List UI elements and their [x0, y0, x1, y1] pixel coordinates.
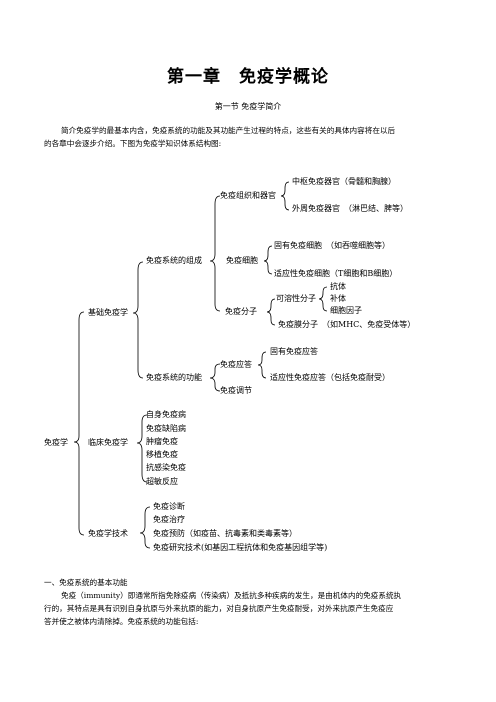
section-line-2: 行的，其特点是具有识别自身抗原与外来抗原的能力，对自身抗原产生免疫耐受，对外来抗… [44, 604, 394, 613]
node-soluble: 可溶性分子 [276, 294, 316, 303]
bracket-cells [263, 245, 273, 275]
node-cells: 免疫细胞 [226, 256, 258, 265]
node-innate-cells: 固有免疫细胞 （如吞噬细胞等） [274, 241, 390, 250]
clinical-item: 超敏反应 [146, 477, 178, 486]
tree-root: 免疫学 [44, 438, 68, 447]
node-response: 免疫应答 [220, 360, 252, 369]
clinical-item: 移植免疫 [146, 450, 178, 459]
section-line-3: 答并使之被体内清除掉。免疫系统的功能包括: [44, 617, 199, 626]
node-molecules: 免疫分子 [225, 307, 257, 316]
node-function: 免疫系统的功能 [146, 373, 202, 382]
node-organs: 免疫组织和器官 [220, 191, 276, 200]
tech-item: 免疫诊断 [153, 502, 185, 511]
bracket-root [73, 311, 85, 536]
bracket-technology [139, 506, 151, 549]
bracket-clinical [136, 414, 148, 483]
bracket-organs [280, 181, 290, 211]
clinical-item: 免疫缺陷病 [146, 424, 186, 433]
section-heading: 一、免疫系统的基本功能 [44, 578, 128, 587]
section-line-1: 免疫（immunity）即通常所指免除疫病（传染病）及抵抗多种疾病的发生，是由机… [61, 591, 402, 600]
tech-item: 免疫治疗 [153, 515, 185, 524]
section-title: 第一节 免疫学简介 [214, 102, 282, 111]
chapter-title: 第一章 免疫学概论 [167, 67, 329, 87]
node-composition: 免疫系统的组成 [146, 256, 202, 265]
node-peripheral-organ: 外周免疫器官 （淋巴结、脾等） [292, 204, 408, 213]
node-adaptive-response: 适应性免疫应答（包括免疫耐受） [270, 373, 390, 382]
node-clinical-immunology: 临床免疫学 [88, 438, 128, 447]
node-immunology-technology: 免疫学技术 [88, 529, 128, 538]
intro-line-1: 简介免疫学的最基本内含，免疫系统的功能及其功能产生过程的特点，这些有关的具体内容… [61, 126, 396, 135]
clinical-item: 肿瘤免疫 [146, 437, 178, 446]
node-basic-immunology: 基础免疫学 [88, 308, 128, 317]
bracket-composition [209, 195, 221, 312]
node-cytokine: 细胞因子 [330, 306, 362, 315]
bracket-response [257, 351, 267, 379]
clinical-item: 自身免疫病 [146, 410, 186, 419]
node-complement: 补体 [330, 294, 346, 303]
node-regulation: 免疫调节 [220, 386, 252, 395]
node-antibody: 抗体 [330, 282, 346, 291]
node-membrane: 免疫膜分子 （如MHC、免疫受体等） [278, 320, 416, 329]
bracket-basic [132, 261, 144, 379]
bracket-function [209, 363, 221, 392]
node-central-organ: 中枢免疫器官（骨髓和胸腺） [292, 177, 396, 186]
clinical-item: 抗感染免疫 [146, 463, 186, 472]
bracket-molecules [266, 298, 276, 326]
tech-item: 免疫预防（如疫苗、抗毒素和类毒素等） [153, 529, 297, 538]
node-innate-response: 固有免疫应答 [270, 347, 318, 356]
tech-item: 免疫研究技术(如基因工程抗体和免疫基因组学等) [153, 543, 328, 552]
node-adaptive-cells: 适应性免疫细胞（T细胞和B细胞） [274, 269, 398, 278]
bracket-soluble [318, 286, 328, 312]
intro-line-2: 的各章中会逐步介绍。下图为免疫学知识体系结构图: [44, 139, 222, 148]
